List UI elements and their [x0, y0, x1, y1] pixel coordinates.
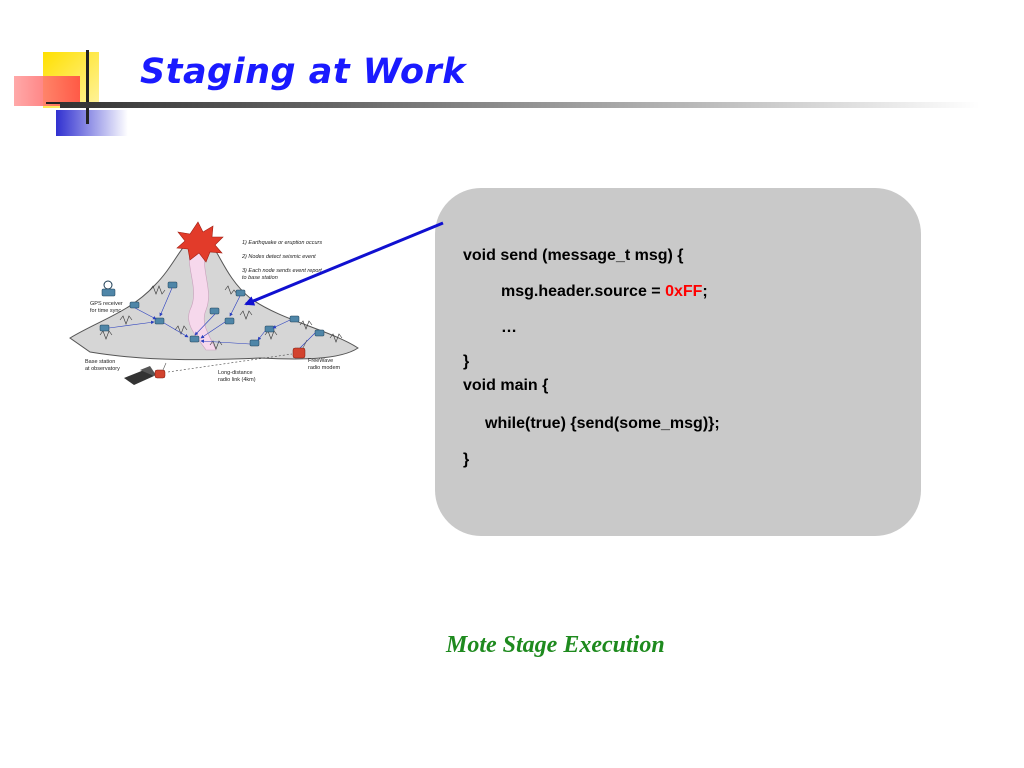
gps-label-2: for time sync	[90, 308, 121, 314]
volcano-shape	[69, 239, 359, 361]
logo-decoration	[0, 40, 140, 140]
code-line-1: void send (message_t msg) {	[463, 247, 684, 264]
logo-vertical-line	[86, 50, 89, 124]
step-1-label: 1) Earthquake or eruption occurs	[242, 240, 322, 246]
sensor-nodes	[99, 281, 325, 347]
gps-receiver-icon	[101, 280, 116, 297]
modem-label-2: radio modem	[308, 365, 341, 371]
step-2-label: 2) Nodes detect seismic event	[241, 254, 316, 260]
radio-modem-icon	[292, 339, 308, 359]
long-distance-link	[167, 353, 293, 373]
gps-label-1: GPS receiver	[90, 301, 123, 307]
step-3-label-cont: to base station	[242, 275, 278, 281]
modem-label-1: FreeWave	[308, 358, 333, 364]
title-underline	[60, 102, 980, 108]
code-line-7: }	[463, 451, 470, 468]
slide-title: Staging at Work	[140, 52, 467, 92]
code-highlight-value: 0xFF	[665, 283, 703, 300]
logo-red-bar	[14, 76, 80, 106]
code-line-2: msg.header.source = 0xFF;	[501, 283, 708, 301]
base-station-label-2: at observatory	[85, 366, 120, 372]
link-label-1: Long-distance	[218, 370, 253, 376]
code-box: void send (message_t msg) { msg.header.s…	[435, 188, 921, 536]
code-line-3: …	[501, 319, 517, 336]
eruption-burst-icon	[176, 221, 224, 263]
code-line-6: while(true) {send(some_msg)};	[485, 415, 720, 432]
volcano-network-diagram: GPS receiver for time sync 1) Earthquake…	[69, 221, 359, 385]
code-line-5: void main {	[463, 377, 549, 394]
base-station-label-1: Base station	[85, 359, 115, 365]
code-line-2-suffix: ;	[702, 283, 708, 300]
code-line-4: }	[463, 353, 470, 370]
step-3-label: 3) Each node sends event report	[242, 268, 322, 274]
figure-caption: Mote Stage Execution	[446, 632, 665, 658]
logo-blue-square	[56, 110, 128, 136]
code-line-2-prefix: msg.header.source =	[501, 283, 666, 300]
magma-conduit	[188, 249, 217, 351]
laptop-icon	[124, 366, 156, 385]
link-label-2: radio link (4km)	[218, 377, 256, 383]
base-modem-icon	[154, 362, 167, 379]
